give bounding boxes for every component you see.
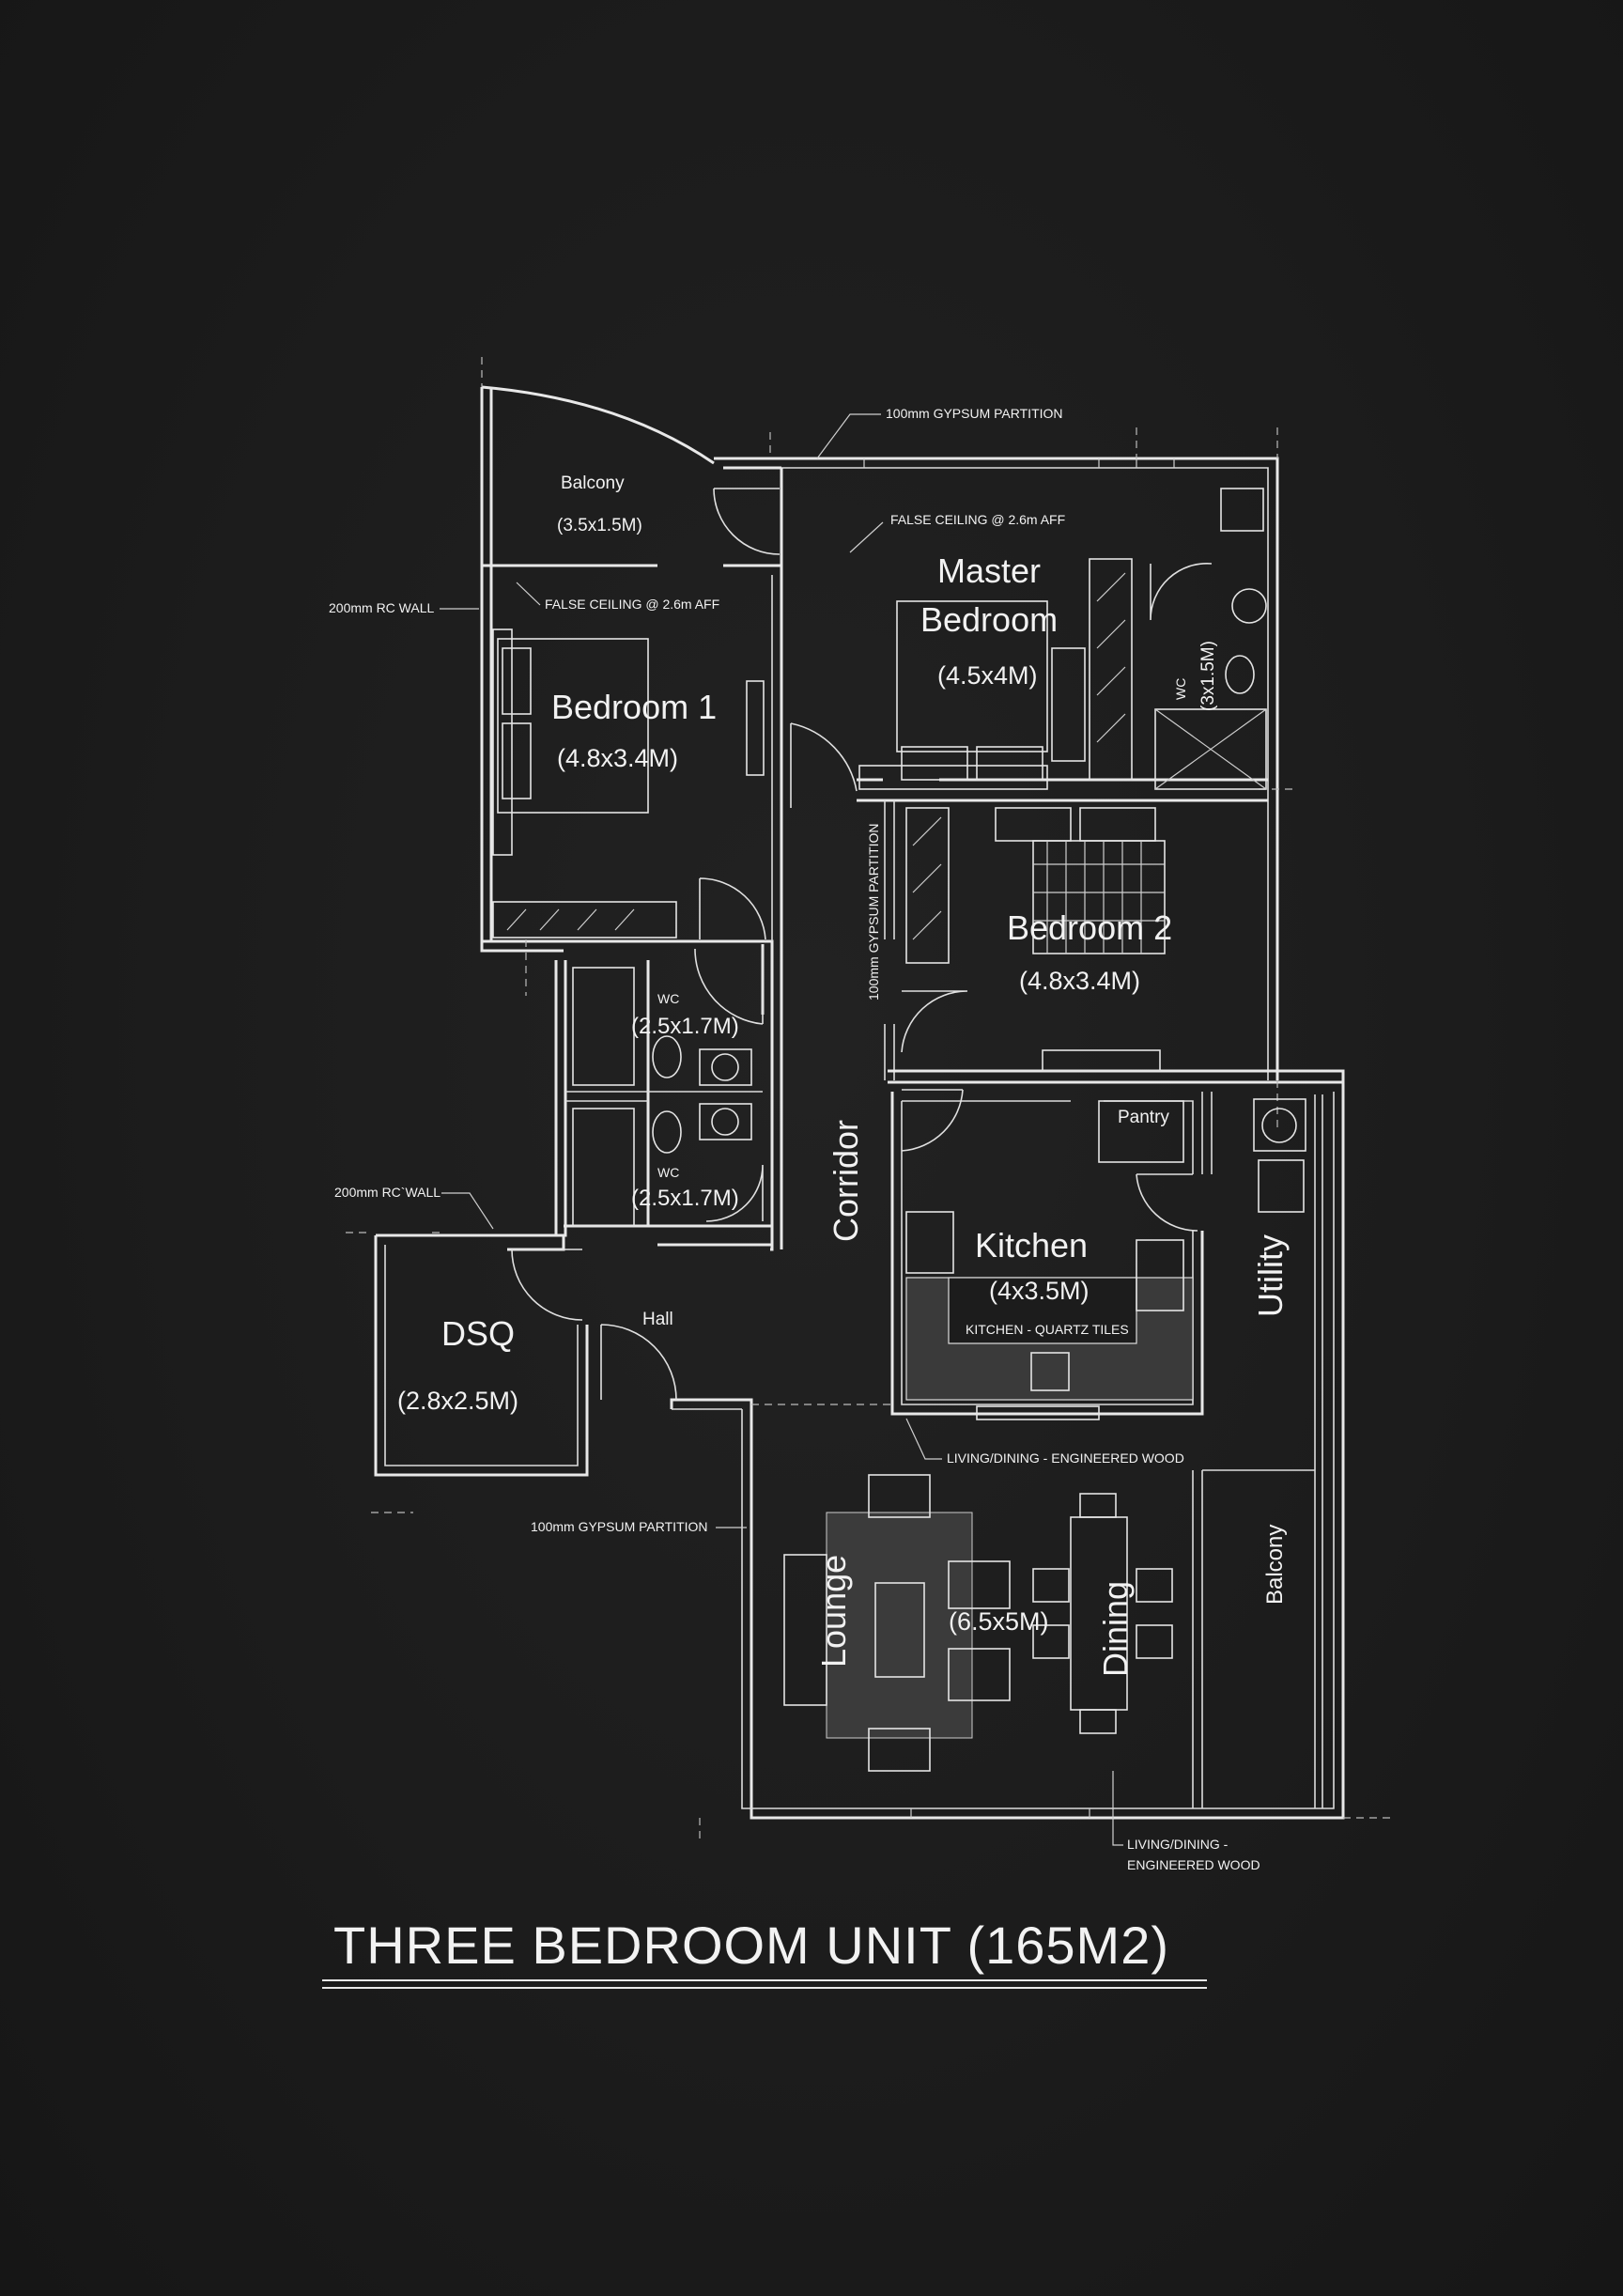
label-dsq: DSQ xyxy=(441,1314,515,1353)
note-gypsum-top: 100mm GYPSUM PARTITION xyxy=(886,406,1063,421)
label-bedroom-2: Bedroom 2 xyxy=(1007,908,1172,947)
label-utility: Utility xyxy=(1251,1234,1290,1317)
label-kitchen-floor: KITCHEN - QUARTZ TILES xyxy=(966,1322,1129,1337)
label-kitchen: Kitchen xyxy=(975,1226,1088,1264)
label-wc-lower-dim: (2.5x1.7M) xyxy=(631,1186,739,1211)
label-wc-upper-dim: (2.5x1.7M) xyxy=(631,1014,739,1039)
plan-title: THREE BEDROOM UNIT (165M2) xyxy=(333,1916,1169,1975)
label-wc-upper: WC xyxy=(657,991,679,1006)
note-living-floor-2b: ENGINEERED WOOD xyxy=(1127,1857,1260,1872)
label-dining: Dining xyxy=(1096,1581,1135,1677)
label-balcony-right: Balcony xyxy=(1262,1525,1288,1605)
note-gypsum-lower: 100mm GYPSUM PARTITION xyxy=(531,1519,708,1534)
annotations: 100mm GYPSUM PARTITION FALSE CEILING @ 2… xyxy=(329,406,1260,1872)
room-labels: Balcony (3.5x1.5M) Master Bedroom (4.5x4… xyxy=(397,473,1290,1677)
label-hall: Hall xyxy=(642,1310,673,1329)
note-living-floor-2a: LIVING/DINING - xyxy=(1127,1837,1229,1852)
label-ensuite-dim: (3x1.5M) xyxy=(1198,641,1218,711)
label-master-line1: Master xyxy=(937,551,1041,590)
note-rc-wall-lower: 200mm RC`WALL xyxy=(334,1185,441,1200)
label-bedroom-2-dim: (4.8x3.4M) xyxy=(1019,967,1140,995)
walls xyxy=(374,385,1345,1820)
label-master-dim: (4.5x4M) xyxy=(937,661,1038,690)
label-dsq-dim: (2.8x2.5M) xyxy=(397,1387,518,1415)
label-corridor: Corridor xyxy=(827,1120,865,1242)
grid-lines xyxy=(346,357,1390,1841)
label-lounge: Lounge xyxy=(814,1555,853,1668)
note-false-ceiling-bed1: FALSE CEILING @ 2.6m AFF xyxy=(545,597,719,612)
label-bedroom-1: Bedroom 1 xyxy=(551,688,717,726)
label-kitchen-dim: (4x3.5M) xyxy=(989,1277,1090,1305)
note-false-ceiling-master: FALSE CEILING @ 2.6m AFF xyxy=(890,512,1065,527)
label-wc-lower: WC xyxy=(657,1165,679,1180)
note-gypsum-vertical: 100mm GYPSUM PARTITION xyxy=(866,823,881,1001)
furniture xyxy=(492,488,1306,1772)
label-balcony-top: Balcony xyxy=(561,473,625,493)
label-master-line2: Bedroom xyxy=(920,600,1058,639)
note-living-floor: LIVING/DINING - ENGINEERED WOOD xyxy=(947,1451,1184,1466)
title-block: THREE BEDROOM UNIT (165M2) xyxy=(322,1916,1207,1989)
doors xyxy=(511,488,1213,1401)
label-balcony-top-dim: (3.5x1.5M) xyxy=(557,516,642,535)
label-ensuite-wc: WC xyxy=(1173,678,1188,700)
note-rc-wall-top: 200mm RC WALL xyxy=(329,600,435,615)
label-bedroom-1-dim: (4.8x3.4M) xyxy=(557,744,678,772)
label-living-dim: (6.5x5M) xyxy=(949,1607,1049,1636)
label-pantry: Pantry xyxy=(1118,1108,1169,1127)
